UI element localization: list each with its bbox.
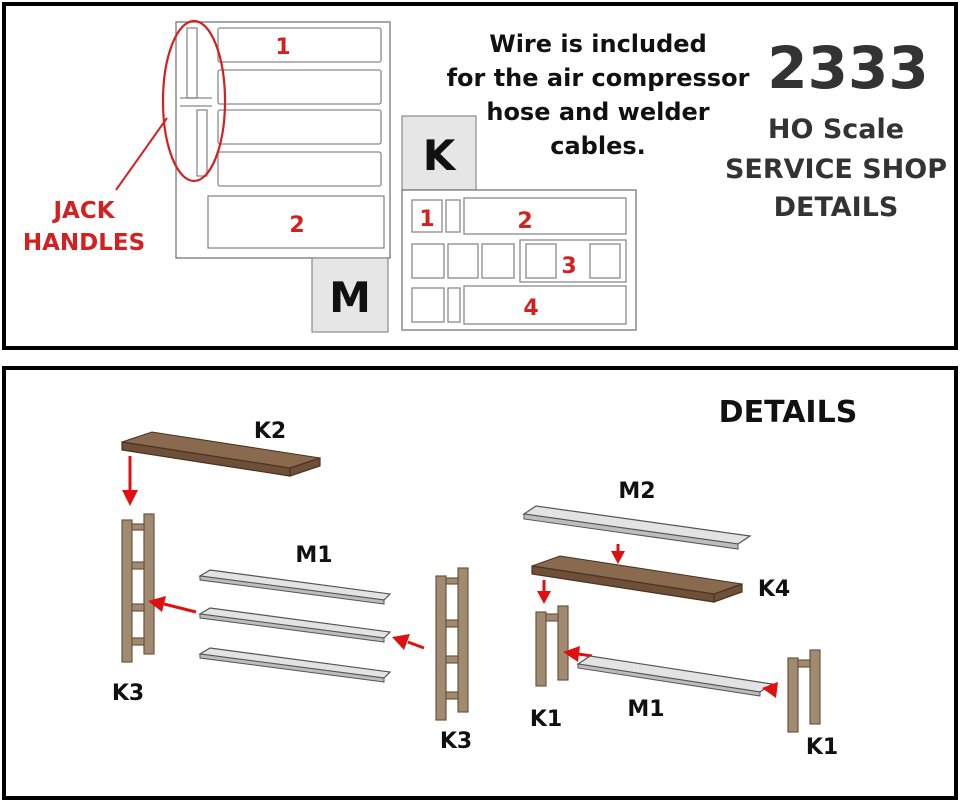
shelf-part-m1 [217,151,382,187]
arrow-k3-to-m1 [392,634,425,650]
part-number-k4: 4 [523,296,538,321]
part-k4-wood-shelf [531,555,743,603]
sprue-m-label: M [329,273,371,322]
sprue-m [115,19,391,333]
sprue-m-tag [311,257,389,333]
note-line-3: hose and welder [486,98,709,126]
label-k2: K2 [254,419,286,444]
part-number-m2: 2 [289,213,304,238]
shelf-part-m1 [217,69,382,105]
jack-handles-highlight [161,19,227,183]
note-line-4: cables. [550,132,646,160]
part-number-k3: 3 [561,254,576,279]
label-k3-mid: K3 [440,729,472,754]
part-number-m1: 1 [275,35,290,60]
jack-handle-part [186,27,198,99]
note-line-1: Wire is included [489,30,707,58]
arrow-m1-to-k3-left [148,596,197,614]
product-title-line-1: SERVICE SHOP [725,154,947,185]
label-k4: K4 [758,577,790,602]
product-number: 2333 [767,34,928,102]
part-number-k1: 1 [419,207,434,232]
part-k3-ladder-left [121,513,155,663]
label-k1-left: K1 [530,707,562,732]
part-m1-shelf-right [576,655,774,697]
label-k3-left: K3 [112,681,144,706]
part-k1-frame-left [535,605,569,687]
part-m1-shelves-left [198,569,392,683]
part-k2 [463,197,627,235]
part-k2-wood-shelf [121,431,321,477]
callout-jack: JACK [51,198,115,224]
product-scale: HO Scale [768,114,904,145]
sprue-k-tag [401,115,477,191]
part-k4 [463,285,627,325]
part-m2-shelf [522,505,752,550]
label-m1-right: M1 [627,697,664,722]
shelf-part-m1 [217,109,382,145]
sprue-k [401,115,637,331]
sprue-k-label: K [423,131,457,180]
shelf-part-m1 [217,27,382,63]
details-heading: DETAILS [719,395,858,430]
part-k3-ladder-mid [435,567,469,721]
arrow-k1-to-m1 [762,682,778,698]
arrow-k4-to-k1 [537,580,551,604]
callout-leader-line [115,117,168,191]
part-k1 [411,199,443,233]
label-m2: M2 [618,479,655,504]
arrow-k2-to-k3 [122,456,138,506]
note-line-2: for the air compressor [447,64,750,92]
part-k1-frame-right [787,649,821,733]
jack-handle-part [196,109,208,177]
shelf-part-m2 [207,195,385,249]
label-m1-left: M1 [295,543,332,568]
product-title-line-2: DETAILS [774,192,899,223]
part-number-k2: 2 [517,209,532,234]
label-k1-right: K1 [806,735,838,760]
arrow-m2-to-k4 [611,544,625,564]
callout-handles: HANDLES [23,230,145,256]
